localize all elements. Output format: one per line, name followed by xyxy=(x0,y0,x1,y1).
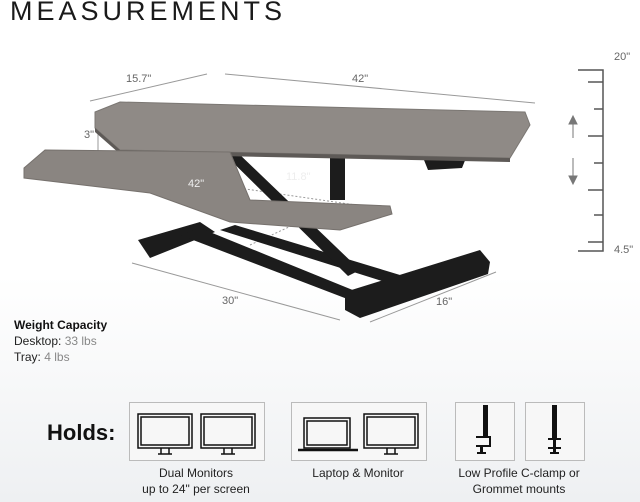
weight-capacity-heading: Weight Capacity xyxy=(14,318,108,332)
caption-laptop-monitor: Laptop & Monitor xyxy=(283,465,433,481)
keyboard-tray xyxy=(23,149,393,231)
desk-illustration xyxy=(23,69,604,323)
weight-capacity: Weight Capacity Desktop: 33 lbs Tray: 4 … xyxy=(14,317,107,365)
caption-line: Grommet mounts xyxy=(472,482,566,496)
height-ruler xyxy=(578,69,604,252)
dim-base-depth: 16" xyxy=(436,296,453,308)
dim-top-depth: 15.7" xyxy=(126,73,152,85)
caption-line: up to 24" per screen xyxy=(142,482,250,496)
desktop-label: Desktop: xyxy=(14,334,62,348)
holds-label: Holds: xyxy=(47,420,116,445)
laptop-monitor-icon xyxy=(291,402,427,461)
dim-tray-width: 42" xyxy=(188,178,205,190)
caption-line: Dual Monitors xyxy=(158,466,234,480)
dim-top-width: 42" xyxy=(352,73,369,85)
dim-base-length: 30" xyxy=(222,295,239,307)
page-title: MEASUREMENTS xyxy=(10,0,287,26)
c-clamp-icon xyxy=(455,402,515,461)
dual-monitor-icon xyxy=(129,402,265,461)
caption-line: Low Profile C-clamp or xyxy=(458,466,580,480)
grommet-icon xyxy=(525,402,585,461)
desktop-value: 33 lbs xyxy=(64,334,97,348)
tray-label: Tray: xyxy=(14,350,41,364)
caption-dual-monitors: Dual Monitors up to 24" per screen xyxy=(120,465,272,497)
desktop-surface xyxy=(94,101,531,159)
caption-clamp-grommet: Low Profile C-clamp or Grommet mounts xyxy=(444,465,594,497)
up-down-arrow-icon xyxy=(568,114,578,186)
caption-line: Laptop & Monitor xyxy=(312,466,404,480)
dim-gap-height: 3" xyxy=(84,129,95,141)
tray-value: 4 lbs xyxy=(44,350,70,364)
dim-height-max: 20" xyxy=(614,51,631,63)
dim-height-min: 4.5" xyxy=(614,244,634,256)
dim-tray-depth: 11.8" xyxy=(286,171,311,183)
